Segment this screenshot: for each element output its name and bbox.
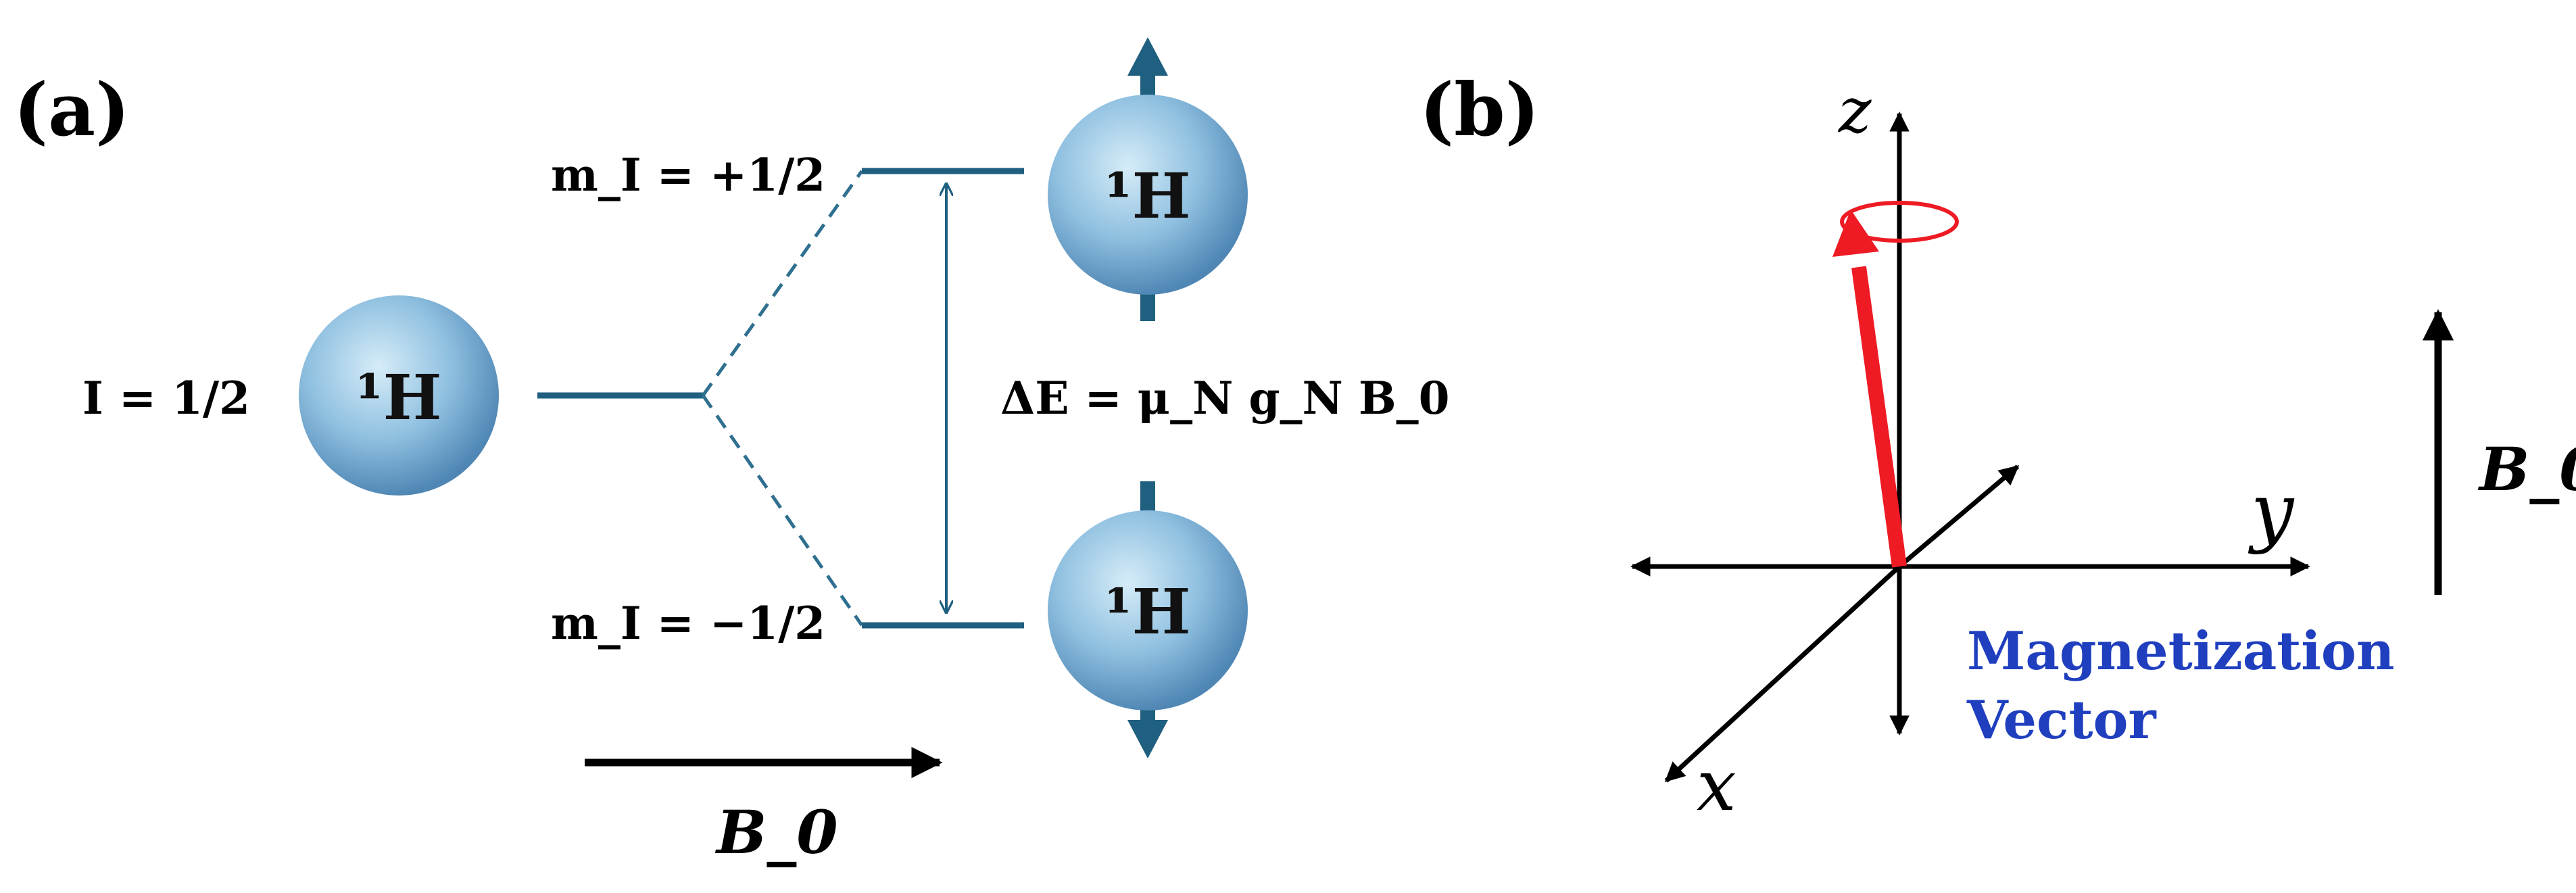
- hydrogen-atom-spin-up: ¹H: [1048, 37, 1248, 321]
- hydrogen-atom-ground: ¹H: [299, 295, 499, 496]
- energy-gap-equation: ΔE = μ_N g_N B_0: [1000, 372, 1450, 425]
- upper-level-label: m_I = +1/2: [551, 149, 825, 201]
- split-line-upper: [701, 170, 864, 397]
- panel-a-label: (a): [14, 68, 130, 153]
- spin-up-arrow-icon: [1127, 37, 1168, 76]
- magnetization-vector-arrow-icon: [1832, 210, 1879, 257]
- panel-b: (b) z y x Magnetization Vector B_0: [1419, 68, 2576, 827]
- lower-level-label: m_I = −1/2: [551, 597, 825, 650]
- magnetization-vector: [1851, 266, 1907, 568]
- atom-label: ¹H: [1104, 575, 1190, 648]
- spin-quantum-number: I = 1/2: [82, 372, 250, 425]
- hydrogen-atom-spin-down: ¹H: [1048, 481, 1248, 758]
- spin-down-arrow-icon: [1127, 720, 1168, 758]
- atom-label: ¹H: [356, 361, 441, 434]
- x-axis: [1664, 564, 1901, 783]
- precession-ellipse: [1840, 201, 1959, 243]
- vector-caption-line1: Magnetization: [1967, 621, 2395, 682]
- field-label-a: B_0: [714, 797, 838, 867]
- atom-sphere: [1048, 95, 1248, 295]
- atom-sphere: [299, 295, 499, 496]
- x-axis-negative: [1897, 464, 2020, 569]
- field-label-b: B_0: [2477, 434, 2576, 504]
- atom-label: ¹H: [1104, 160, 1190, 233]
- vector-caption-line2: Vector: [1966, 690, 2157, 751]
- y-axis-label: y: [2247, 468, 2295, 556]
- atom-sphere: [1048, 510, 1248, 710]
- panel-a: (a) I = 1/2 ¹H m_I = +1/2 m_I = −1/2 ΔE …: [14, 37, 1450, 867]
- z-axis-label: z: [1838, 74, 1872, 147]
- x-axis-label: x: [1697, 744, 1736, 827]
- split-line-lower: [701, 394, 864, 627]
- panel-b-label: (b): [1419, 68, 1540, 153]
